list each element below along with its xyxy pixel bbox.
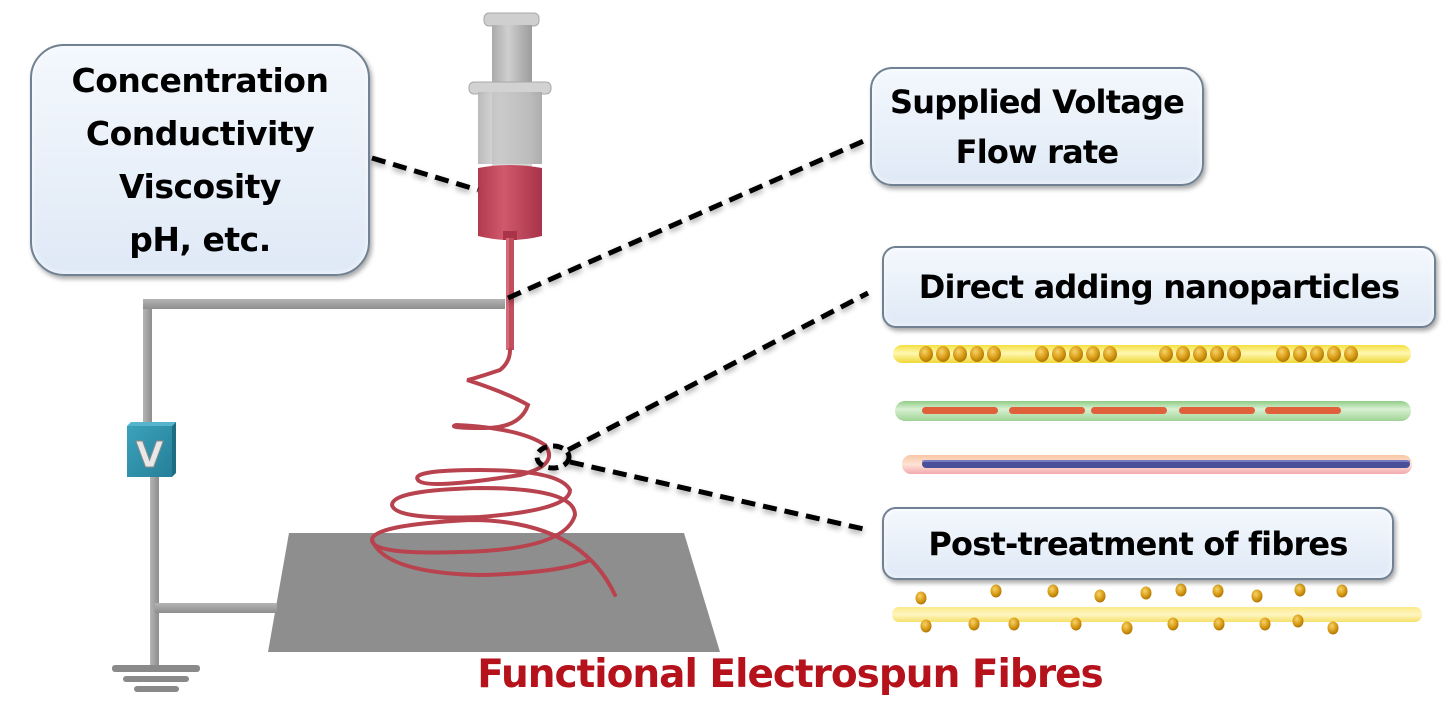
fibre-jet-spiral: [369, 348, 617, 597]
surface-nanoparticle: [968, 617, 980, 631]
surface-nanoparticle: [1070, 617, 1082, 631]
nanoparticle: [1344, 346, 1358, 362]
nanoparticle: [1293, 346, 1307, 362]
nanoparticle: [1176, 346, 1190, 362]
nanoparticle: [1310, 346, 1324, 362]
surface-nanoparticle: [990, 584, 1002, 598]
nanoparticle: [1086, 346, 1100, 362]
nanoparticle: [1227, 346, 1241, 362]
core-segment: [1091, 407, 1167, 414]
surface-nanoparticle: [1175, 583, 1187, 597]
magnifier-circle: [534, 443, 572, 471]
surface-nanoparticle: [1294, 583, 1306, 597]
surface-nanoparticle: [1094, 589, 1106, 603]
wire-circuit: [143, 299, 505, 665]
fibre-segmented-core: [895, 401, 1411, 421]
surface-nanoparticle: [1336, 584, 1348, 598]
nanoparticle: [1159, 346, 1173, 362]
surface-nanoparticle: [1259, 617, 1271, 631]
core-segment: [922, 407, 998, 414]
post-treatment-label: Post-treatment of fibres: [928, 524, 1348, 563]
surface-nanoparticle: [1212, 584, 1224, 598]
direct-adding-label: Direct adding nanoparticles: [918, 268, 1400, 306]
core-segment: [1179, 407, 1255, 414]
diagram-title: Functional Electrospun Fibres: [477, 652, 1104, 697]
surface-nanoparticle: [920, 619, 932, 633]
nanoparticle: [1276, 346, 1290, 362]
connector-post: [569, 459, 869, 533]
surface-nanoparticle: [1213, 617, 1225, 631]
param-conductivity: Conductivity: [85, 114, 315, 153]
surface-nanoparticle: [1140, 586, 1152, 600]
process-parameters-box: Supplied Voltage Flow rate: [870, 67, 1204, 186]
nanoparticle: [1193, 346, 1207, 362]
surface-nanoparticle: [1292, 614, 1304, 628]
param-ph: pH, etc.: [129, 220, 271, 259]
connector-process: [506, 137, 868, 301]
nanoparticle: [1052, 346, 1066, 362]
collector-plate: [268, 533, 720, 652]
surface-nanoparticle: [1121, 621, 1133, 635]
nanoparticle: [1210, 346, 1224, 362]
syringe: [468, 12, 552, 240]
needle: [506, 238, 514, 350]
nanoparticle: [1069, 346, 1083, 362]
solution-parameters-box: Concentration Conductivity Viscosity pH,…: [30, 44, 370, 276]
nanoparticle: [953, 346, 967, 362]
voltage-symbol: V: [136, 435, 164, 476]
connector-solution: [371, 155, 479, 193]
connector-direct: [566, 290, 870, 453]
surface-nanoparticle: [1047, 584, 1059, 598]
param-viscosity: Viscosity: [119, 167, 281, 206]
nanoparticle: [987, 346, 1001, 362]
nanoparticle: [1103, 346, 1117, 362]
surface-nanoparticle: [915, 591, 927, 605]
polymer-solution: [478, 165, 542, 240]
post-treatment-box: Post-treatment of fibres: [882, 507, 1394, 580]
nanoparticle: [970, 346, 984, 362]
fibre-continuous-core: [902, 455, 1412, 474]
nanoparticle: [919, 346, 933, 362]
direct-adding-box: Direct adding nanoparticles: [882, 246, 1436, 328]
fibre-beaded: [893, 345, 1411, 363]
ground-icon: [112, 665, 200, 692]
param-supplied-voltage: Supplied Voltage: [890, 82, 1185, 121]
surface-nanoparticle: [1327, 621, 1339, 635]
connector-lines: [371, 137, 870, 533]
core-segment: [1265, 407, 1341, 414]
surface-nanoparticle: [1251, 589, 1263, 603]
param-concentration: Concentration: [71, 61, 329, 100]
fibre-surface-decorated: [892, 583, 1422, 635]
surface-nanoparticle: [1167, 617, 1179, 631]
nanoparticle: [936, 346, 950, 362]
surface-nanoparticle: [1008, 617, 1020, 631]
nanoparticle: [1327, 346, 1341, 362]
core-segment: [1009, 407, 1085, 414]
nanoparticle: [1035, 346, 1049, 362]
param-flow-rate: Flow rate: [955, 132, 1120, 171]
voltage-source: V: [127, 422, 176, 477]
